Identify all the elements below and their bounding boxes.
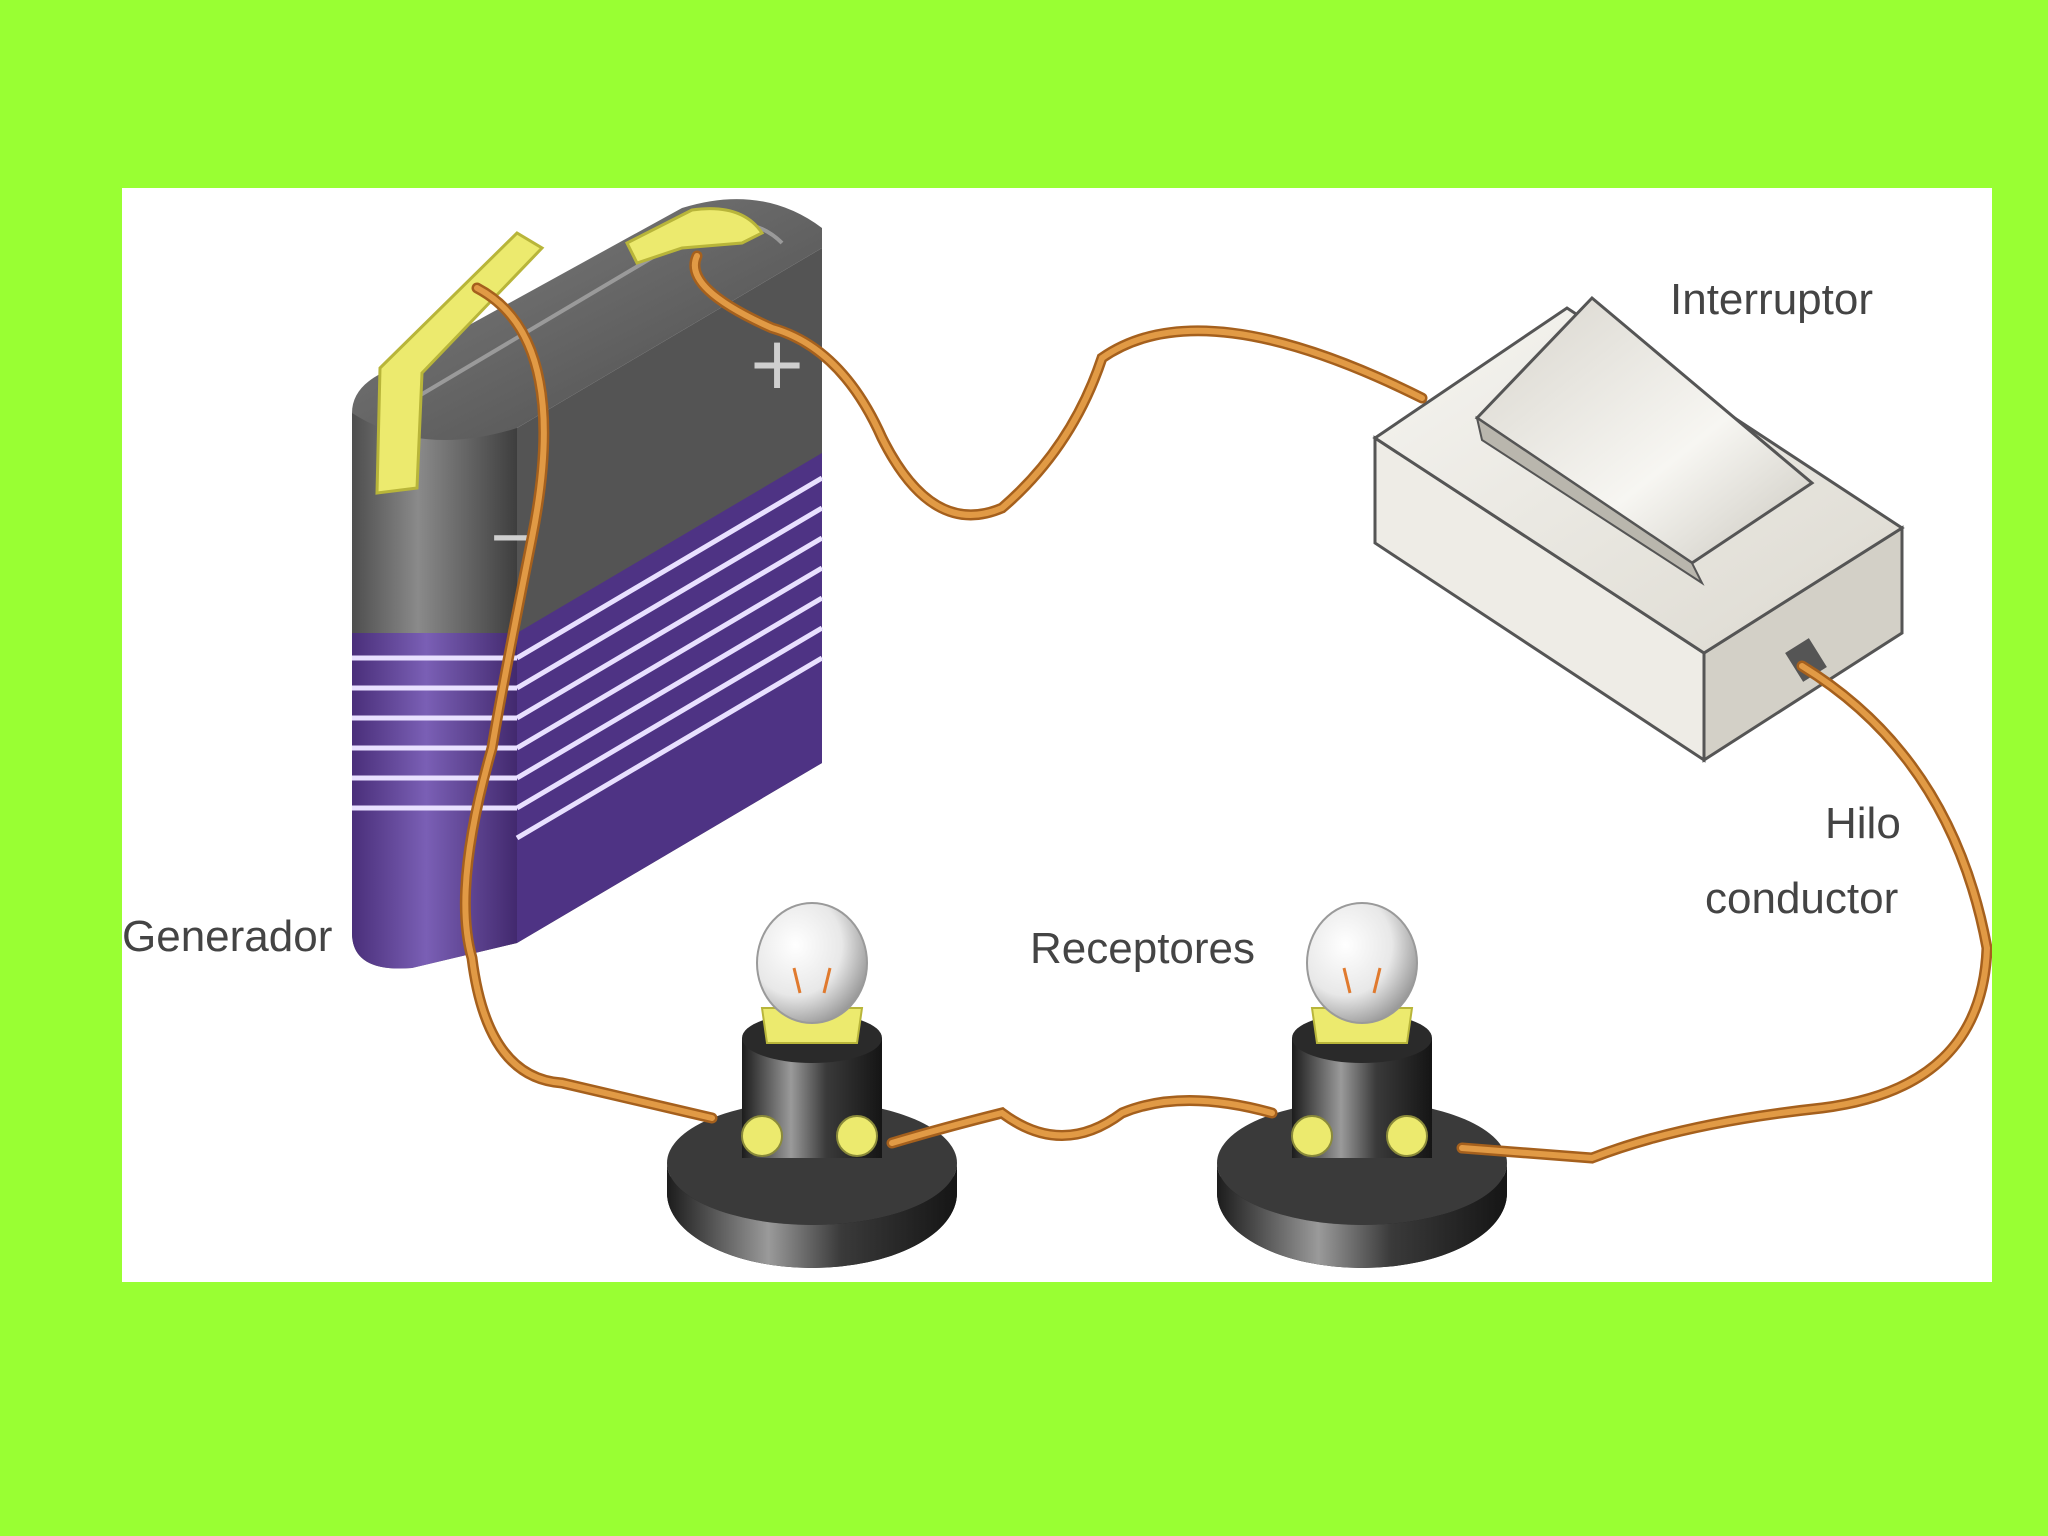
label-receptores: Receptores bbox=[1030, 924, 1256, 973]
conductor-wires bbox=[459, 250, 1992, 1164]
switch bbox=[1372, 295, 1905, 763]
bulb-2 bbox=[1217, 902, 1507, 1268]
label-interruptor: Interruptor bbox=[1670, 275, 1873, 324]
circuit-diagram-panel: + − bbox=[122, 188, 1992, 1282]
bulb-1 bbox=[667, 902, 957, 1268]
battery-stripes bbox=[352, 475, 824, 841]
label-hilo: Hilo bbox=[1825, 799, 1901, 848]
label-generador: Generador bbox=[122, 912, 333, 961]
label-conductor: conductor bbox=[1705, 874, 1899, 923]
battery: + − bbox=[352, 199, 824, 969]
positive-terminal bbox=[624, 207, 765, 265]
negative-terminal bbox=[375, 231, 545, 495]
circuit-diagram: + − bbox=[352, 199, 1992, 1268]
